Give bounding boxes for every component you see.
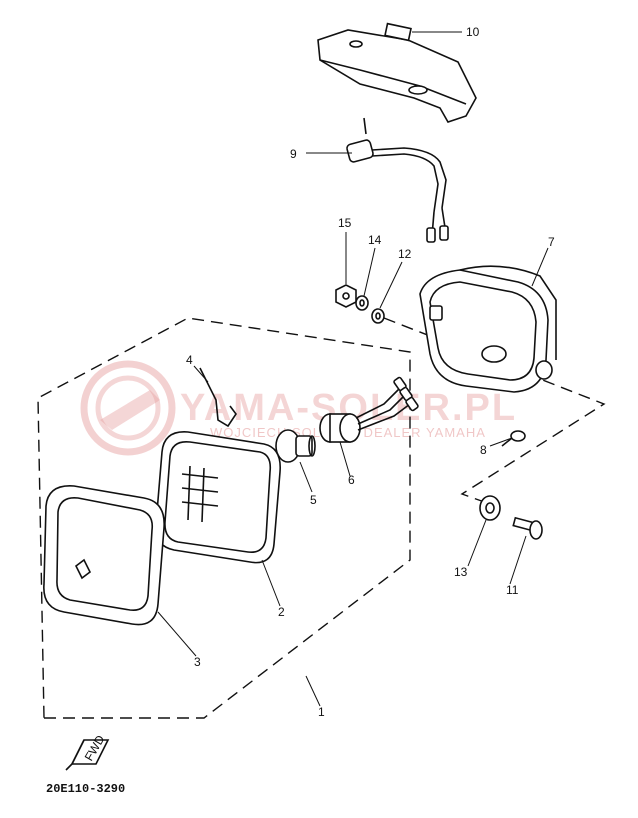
callout-1: 1 [318,705,325,719]
callout-8: 8 [480,443,487,457]
part-12-washer [371,308,385,324]
part-13-grommet [479,495,501,521]
part-code: 20E110-3290 [46,782,125,796]
part-10-bracket [317,22,477,123]
part-9-socket-cord [346,117,449,243]
callout-12: 12 [398,247,412,261]
callout-7: 7 [548,235,555,249]
callout-4: 4 [186,353,193,367]
part-11-bolt [512,516,543,540]
callout-13: 13 [454,565,468,579]
part-4-spring-clip [199,367,237,428]
callout-15: 15 [338,216,352,230]
part-3-rim [43,485,165,626]
part-14-washer [355,295,369,311]
callout-11: 11 [506,583,519,597]
leader-lines [157,31,549,707]
callout-2: 2 [278,605,285,619]
part-8-screw [501,430,526,447]
part-5-bulb [275,429,316,463]
watermark-logo [80,360,176,456]
callout-14: 14 [368,233,382,247]
part-15-nut [335,284,357,308]
part-7-housing [419,265,557,393]
fwd-direction-mark: FWD [65,732,110,771]
callout-6: 6 [348,473,355,487]
callout-5: 5 [310,493,317,507]
assembly-boundary-1 [37,317,411,719]
part-2-lens-unit [155,431,281,564]
part-6-socket [319,376,419,443]
callout-3: 3 [194,655,201,669]
callout-10: 10 [466,25,480,39]
callout-9: 9 [290,147,297,161]
